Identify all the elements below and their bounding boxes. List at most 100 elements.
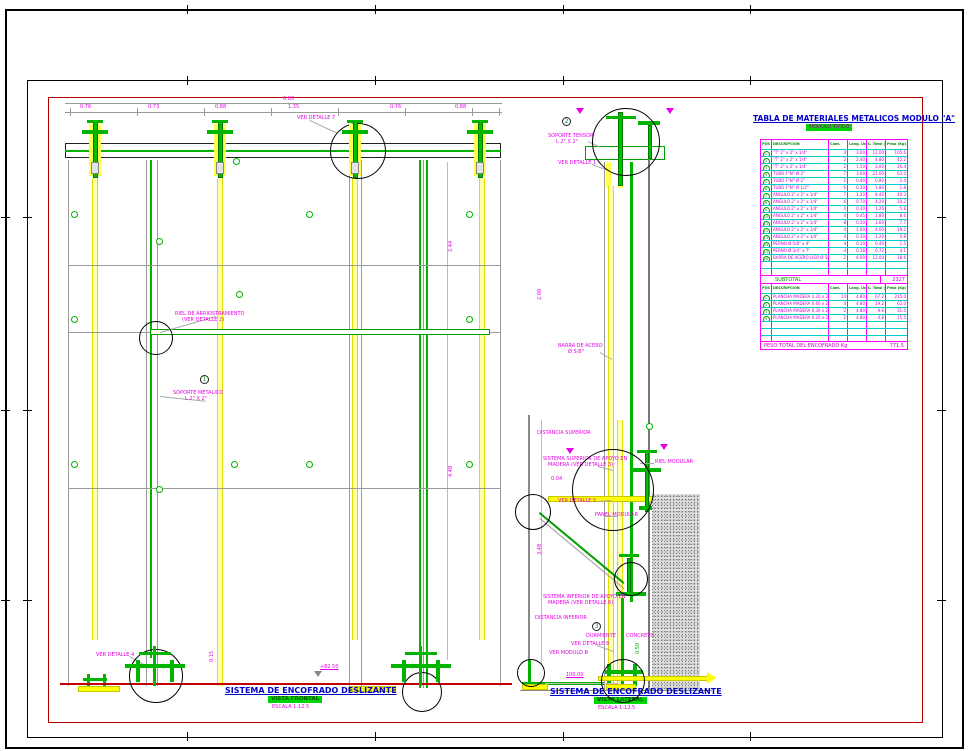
table-cell: TUBO F°N° Ø 2" bbox=[771, 171, 828, 177]
balloon-marker: 3 bbox=[592, 622, 601, 631]
table-cell: 67.2 bbox=[866, 294, 885, 300]
pos-balloon: 2 bbox=[762, 301, 770, 307]
frame-tick bbox=[1, 600, 10, 601]
outer-border bbox=[5, 9, 964, 749]
table-cell: 1 bbox=[761, 294, 771, 300]
table-cell: 0.45 bbox=[847, 213, 866, 219]
table-cell: 16 bbox=[761, 255, 771, 261]
frame-tick bbox=[937, 600, 946, 601]
detail-circle bbox=[614, 562, 648, 596]
frame-tick bbox=[750, 732, 751, 741]
green-member bbox=[103, 674, 106, 688]
table-cell: 7 bbox=[828, 192, 847, 198]
position-marker bbox=[306, 211, 313, 218]
rail bbox=[621, 598, 624, 686]
table-cell: PLANCHA MADERA 0.20 x 2.40 x 3/4" bbox=[771, 315, 828, 321]
table-cell bbox=[771, 329, 828, 335]
table-cell: 14 bbox=[761, 241, 771, 247]
table-cell: "T" 2" x 2" x 1/4" bbox=[771, 164, 828, 170]
annotation-label: DISTANCIA SUPERIOR bbox=[537, 430, 591, 436]
table-cell: PERNO Ø 3/4" x 7" bbox=[771, 248, 828, 254]
frame-tick bbox=[750, 5, 751, 14]
table-cell: 0.30 bbox=[847, 206, 866, 212]
annotation-label: 0.88 bbox=[215, 104, 227, 110]
table-cell: 2 bbox=[761, 157, 771, 163]
pos-balloon: 8 bbox=[762, 199, 770, 205]
position-marker bbox=[236, 291, 243, 298]
position-marker bbox=[646, 423, 653, 430]
frame-tick bbox=[750, 76, 751, 85]
detail-circle bbox=[330, 123, 386, 179]
pos-balloon: 3 bbox=[762, 164, 770, 170]
annotation-label: +82.50 bbox=[320, 664, 339, 670]
line bbox=[271, 108, 272, 116]
table-cell bbox=[847, 262, 866, 268]
table-cell: 2.40 bbox=[847, 157, 866, 163]
detail-circle bbox=[601, 659, 645, 703]
table-cell: 1.60 bbox=[866, 220, 885, 226]
table-cell bbox=[866, 269, 885, 275]
pos-balloon: 3 bbox=[762, 308, 770, 314]
line bbox=[68, 265, 500, 266]
table-empty-row bbox=[761, 268, 907, 275]
elevation-marker bbox=[576, 108, 584, 114]
table-cell: PERNO Ø 5/8" x 4" bbox=[771, 241, 828, 247]
table-cell: 2.4 bbox=[885, 178, 907, 184]
table-cell bbox=[885, 329, 907, 335]
line bbox=[65, 112, 502, 113]
climbing-rod bbox=[617, 420, 623, 686]
yoke-part bbox=[472, 120, 488, 123]
table-cell bbox=[847, 329, 866, 335]
table-cell: 0.40 bbox=[866, 241, 885, 247]
table-cell: 1.20 bbox=[866, 234, 885, 240]
position-marker bbox=[71, 211, 78, 218]
table-header-cell: L. Total (m) bbox=[866, 284, 885, 293]
detail-circle bbox=[129, 649, 183, 703]
table-cell: 42.2 bbox=[885, 157, 907, 163]
line bbox=[545, 683, 617, 684]
annotation-label: RIEL MODULAR bbox=[655, 459, 694, 465]
climbing-rod bbox=[479, 178, 485, 640]
yoke-part bbox=[476, 162, 484, 174]
table-cell: 0.72 bbox=[866, 248, 885, 254]
table-cell: ANGULO 2" x 2" x 1/4" bbox=[771, 220, 828, 226]
table-cell: 5.8 bbox=[885, 206, 907, 212]
table-cell bbox=[828, 262, 847, 268]
annotation-label: 4.48 bbox=[448, 465, 454, 477]
table-cell bbox=[771, 269, 828, 275]
table-cell: 2 bbox=[761, 301, 771, 307]
line bbox=[472, 108, 473, 116]
pos-balloon: 12 bbox=[762, 227, 770, 233]
table-cell: 19.2 bbox=[866, 301, 885, 307]
table-cell: 1.80 bbox=[866, 185, 885, 191]
table-cell: BARRA DE ACERO LISO Ø 5/8" bbox=[771, 255, 828, 261]
table-cell: 1.20 bbox=[847, 192, 866, 198]
line bbox=[65, 103, 502, 104]
yoke-part bbox=[216, 162, 224, 174]
table-cell: 12.00 bbox=[866, 150, 885, 156]
line bbox=[349, 160, 350, 690]
table-cell: 4 bbox=[828, 234, 847, 240]
table-header-cell: DESCRIPCION bbox=[771, 284, 828, 293]
table-cell: 0.18 bbox=[847, 248, 866, 254]
annotation-label: Ø 5/8" bbox=[568, 349, 584, 355]
yoke-part bbox=[351, 162, 359, 174]
table-cell: 10 bbox=[761, 213, 771, 219]
anchor-part bbox=[170, 660, 174, 682]
annotation-label: 2.44 bbox=[448, 240, 454, 252]
table-cell: 7 bbox=[761, 192, 771, 198]
balloon-marker: 2 bbox=[562, 117, 571, 126]
beam-core bbox=[65, 150, 501, 152]
frame-tick bbox=[1, 217, 10, 218]
concrete-hatch bbox=[652, 494, 700, 690]
table-cell: 15 bbox=[761, 248, 771, 254]
anchor-part bbox=[436, 660, 440, 682]
annotation-label: 3.48 bbox=[537, 543, 543, 555]
